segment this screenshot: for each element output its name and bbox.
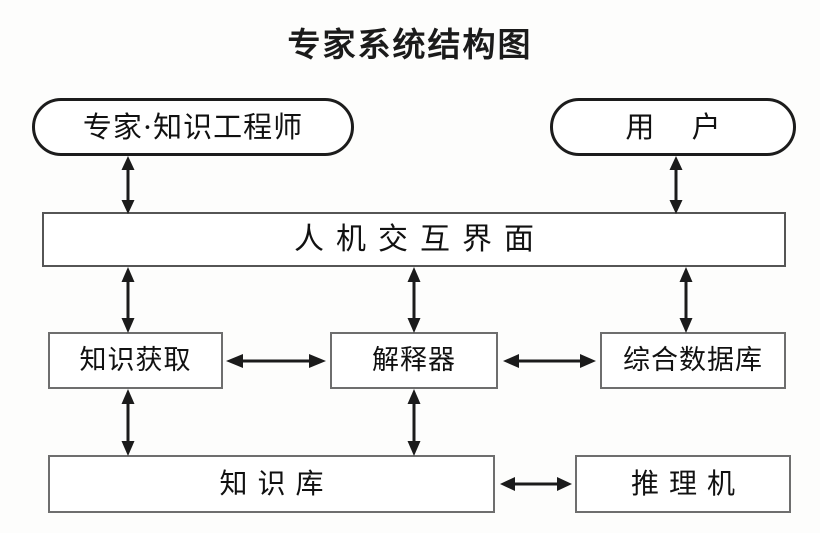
node-label: 人机交互界面 (294, 221, 546, 257)
node-expert-knowledge-engineer: 专家·知识工程师 (32, 98, 354, 156)
node-label: 解释器 (372, 345, 456, 376)
node-human-machine-interface: 人机交互界面 (42, 212, 786, 267)
node-inference-engine: 推理机 (575, 455, 791, 513)
arrow-interpreter-to-knowledge-base-icon (398, 389, 430, 456)
node-label: 知识库 (219, 467, 334, 500)
node-label: 知识获取 (79, 345, 192, 376)
arrow-interface-to-knowledge-acquisition-icon (112, 267, 144, 333)
arrow-interpreter-to-database-icon (503, 345, 596, 377)
node-comprehensive-database: 综合数据库 (600, 332, 786, 389)
arrow-interface-to-database-icon (670, 267, 702, 333)
arrow-interface-to-interpreter-icon (398, 267, 430, 333)
page-title: 专家系统结构图 (287, 25, 533, 64)
arrow-expert-to-interface-icon (112, 156, 144, 214)
node-user: 用 户 (550, 98, 796, 156)
arrow-knowledge-base-to-inference-engine-icon (500, 468, 572, 500)
arrow-knowledge-acquisition-to-interpreter-icon (226, 345, 326, 377)
arrow-knowledge-acquisition-to-knowledge-base-icon (112, 389, 144, 456)
node-interpreter: 解释器 (330, 332, 498, 389)
arrow-user-to-interface-icon (660, 156, 692, 214)
node-knowledge-base: 知识库 (48, 455, 495, 513)
node-label: 专家·知识工程师 (82, 109, 304, 144)
node-label: 推理机 (630, 467, 745, 500)
node-label: 综合数据库 (623, 345, 763, 376)
node-label: 用 户 (625, 109, 735, 144)
node-knowledge-acquisition: 知识获取 (48, 332, 223, 389)
